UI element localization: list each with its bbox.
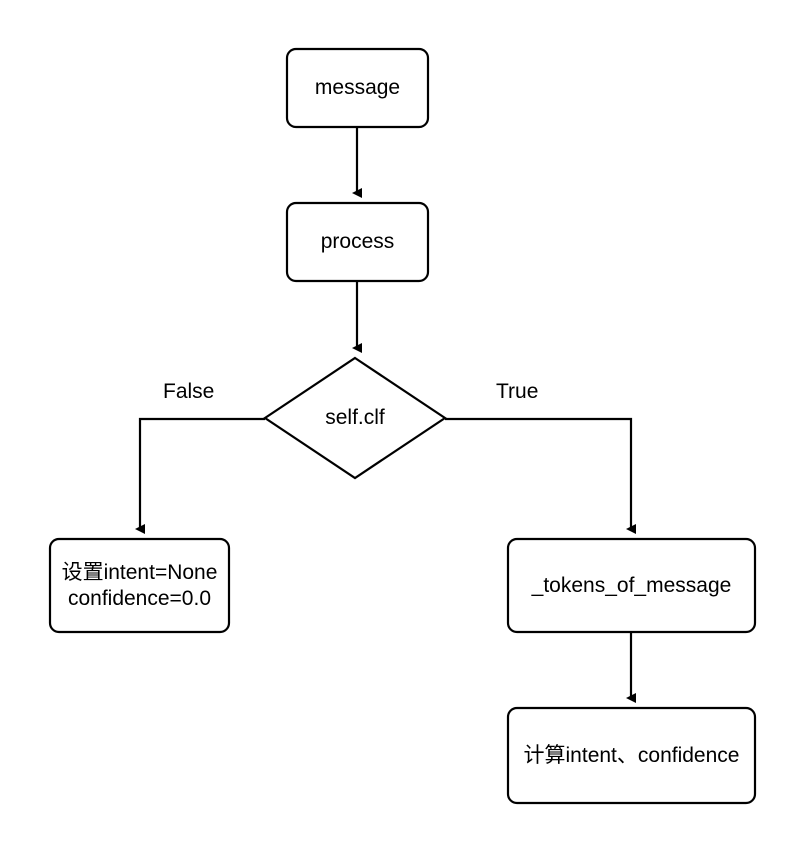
edge-label-false: False xyxy=(163,380,215,403)
node-process-shape[interactable] xyxy=(285,201,430,283)
node-self-clf-shape[interactable] xyxy=(263,356,447,480)
node-compute-intent-shape[interactable] xyxy=(506,706,757,805)
node-set-none-shape[interactable] xyxy=(48,537,231,634)
edge-label-true: True xyxy=(496,380,539,403)
edge-self-clf-false-to-set-none xyxy=(135,417,265,534)
edge-self-clf-true-to-tokens xyxy=(445,417,636,534)
node-tokens-of-message-shape[interactable] xyxy=(506,537,757,634)
node-message-shape[interactable] xyxy=(285,47,430,129)
